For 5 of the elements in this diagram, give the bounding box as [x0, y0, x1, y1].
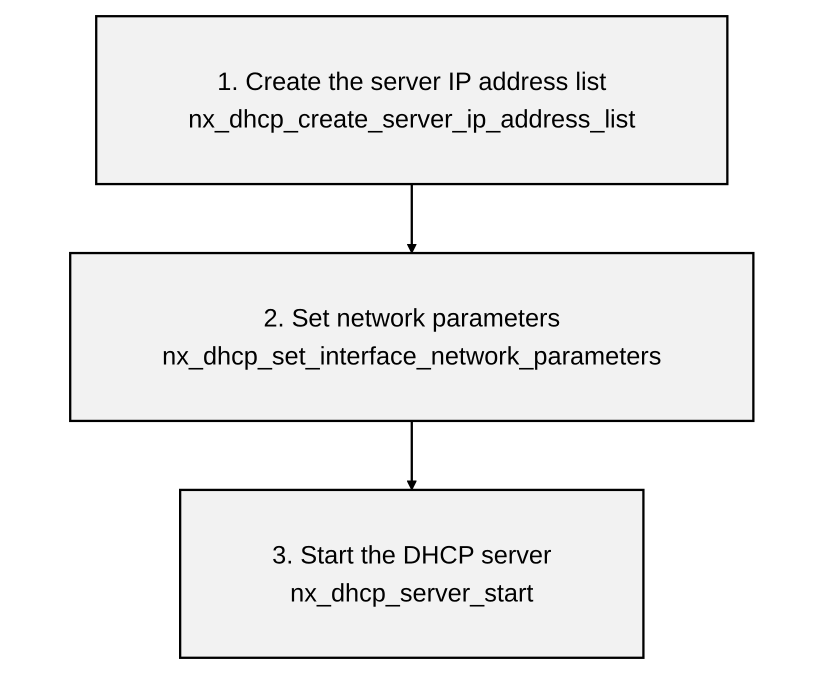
arrow — [406, 184, 418, 254]
process-box: 2. Set network parameters nx_dhcp_set_interface_network_parameters — [69, 251, 755, 422]
arrow — [406, 420, 418, 490]
process-box: 3. Start the DHCP server nx_dhcp_server_start — [179, 488, 645, 658]
process-box: 1. Create the server IP address list nx_dhcp_create_server_ip_address_list — [95, 14, 729, 185]
